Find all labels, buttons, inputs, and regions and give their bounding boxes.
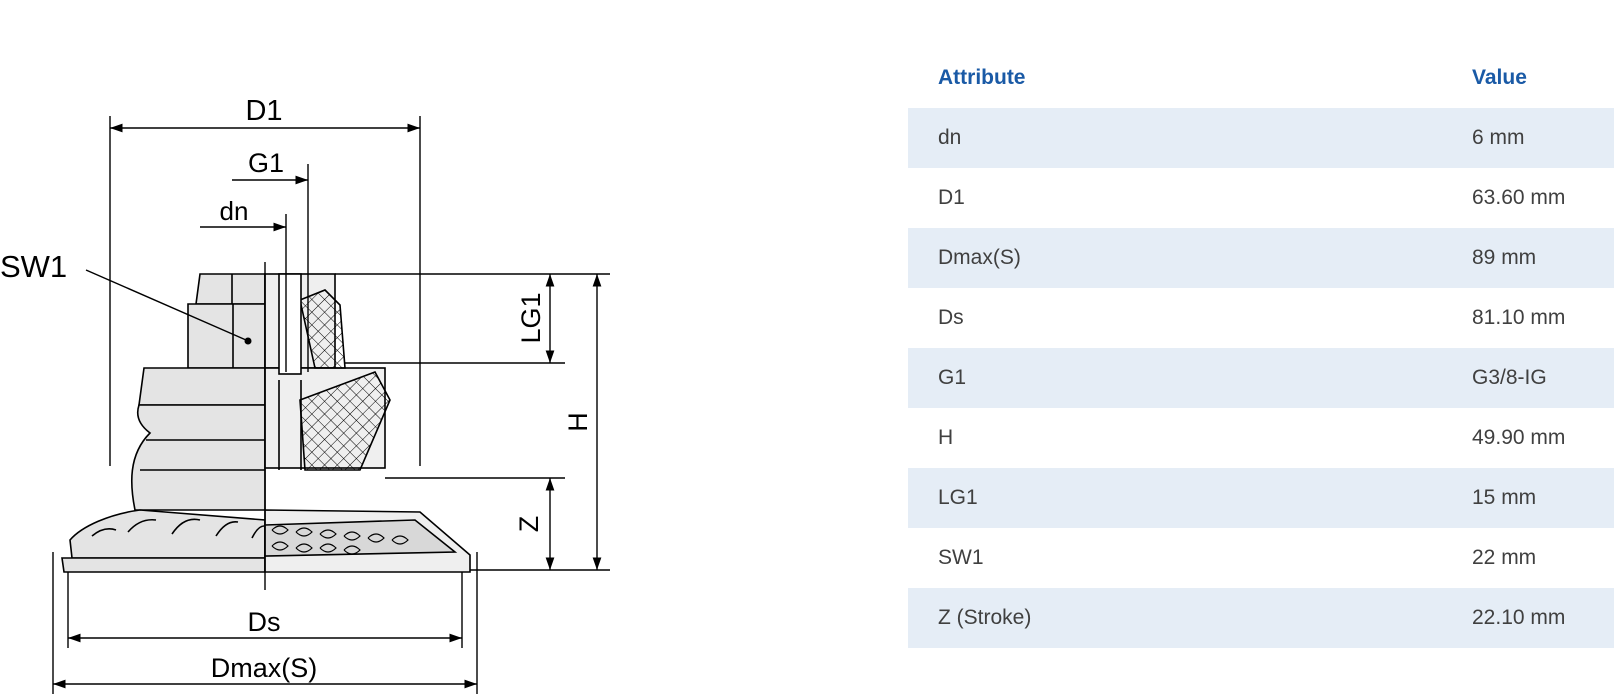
attribute-cell: D1 <box>908 168 1472 228</box>
part-section <box>264 273 471 573</box>
label-lg1: LG1 <box>516 292 546 343</box>
value-cell: 6 mm <box>1472 108 1614 168</box>
label-sw1: SW1 <box>0 249 67 284</box>
label-g1: G1 <box>248 148 284 178</box>
suction-cup-technical-drawing: D1 G1 dn SW1 LG1 H Z Ds Dmax(S) <box>0 95 610 694</box>
label-z: Z <box>514 516 544 533</box>
table-row: Z (Stroke) 22.10 mm <box>908 588 1614 648</box>
table-header-row: Attribute Value <box>908 48 1614 108</box>
table-row: G1 G3/8-IG <box>908 348 1614 408</box>
attribute-cell: LG1 <box>908 468 1472 528</box>
value-cell: 49.90 mm <box>1472 408 1614 468</box>
label-h: H <box>563 412 593 432</box>
attribute-cell: Ds <box>908 288 1472 348</box>
table-row: SW1 22 mm <box>908 528 1614 588</box>
attribute-cell: H <box>908 408 1472 468</box>
value-cell: G3/8-IG <box>1472 348 1614 408</box>
attribute-cell: dn <box>908 108 1472 168</box>
attribute-cell: Dmax(S) <box>908 228 1472 288</box>
sw1-leader-dot <box>244 337 252 345</box>
header-attribute: Attribute <box>938 66 1026 89</box>
header-value: Value <box>1472 66 1527 89</box>
attribute-cell: SW1 <box>908 528 1472 588</box>
value-cell: 15 mm <box>1472 468 1614 528</box>
part-exterior <box>61 273 266 573</box>
table-row: LG1 15 mm <box>908 468 1614 528</box>
label-dn: dn <box>220 196 249 226</box>
dimension-lines <box>52 116 610 694</box>
attribute-cell: Z (Stroke) <box>908 588 1472 648</box>
attribute-cell: G1 <box>908 348 1472 408</box>
value-cell: 22.10 mm <box>1472 588 1614 648</box>
value-cell: 89 mm <box>1472 228 1614 288</box>
value-cell: 22 mm <box>1472 528 1614 588</box>
label-ds: Ds <box>248 607 281 637</box>
table-row: Dmax(S) 89 mm <box>908 228 1614 288</box>
specification-table: Attribute Value dn 6 mm D1 63.60 mm Dmax… <box>908 48 1614 648</box>
table-row: H 49.90 mm <box>908 408 1614 468</box>
table-row: D1 63.60 mm <box>908 168 1614 228</box>
value-cell: 63.60 mm <box>1472 168 1614 228</box>
value-cell: 81.10 mm <box>1472 288 1614 348</box>
table-row: Ds 81.10 mm <box>908 288 1614 348</box>
table-row: dn 6 mm <box>908 108 1614 168</box>
label-d1: D1 <box>245 95 282 127</box>
label-dmax: Dmax(S) <box>211 653 318 683</box>
